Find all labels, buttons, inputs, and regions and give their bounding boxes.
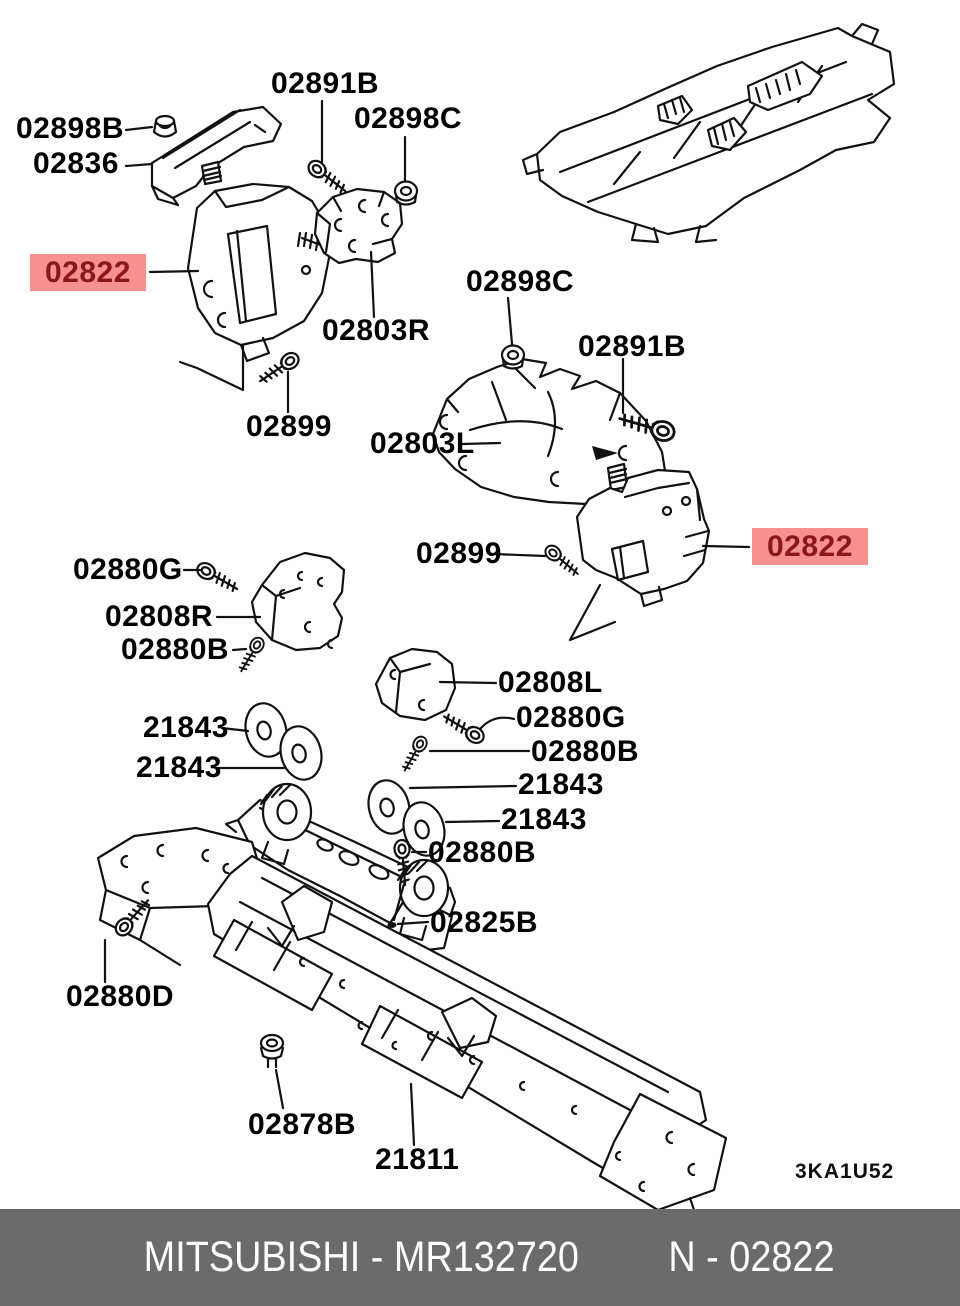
part-label-02898B: 02898B bbox=[16, 112, 125, 145]
frame-overview-drawing bbox=[521, 22, 896, 244]
part-label-02878B: 02878B bbox=[248, 1108, 357, 1141]
leader-02808L bbox=[438, 680, 498, 685]
part-label-02803L: 02803L bbox=[370, 427, 475, 460]
part-label-02803R: 02803R bbox=[322, 314, 431, 347]
part-label-02891B-mid: 02891B bbox=[578, 330, 687, 363]
part-label-02808R: 02808R bbox=[105, 600, 214, 633]
engine-mount-right-drawing bbox=[568, 462, 711, 642]
part-label-02880D: 02880D bbox=[66, 980, 175, 1013]
leader-02898C-mid bbox=[506, 296, 514, 346]
leader-lines bbox=[103, 99, 751, 1147]
part-label-02836: 02836 bbox=[33, 147, 119, 180]
part-label-02899-right: 02899 bbox=[416, 537, 502, 570]
leader-02803L bbox=[460, 441, 502, 446]
footer-bar: MITSUBISHI - MR132720 N - 02822 bbox=[0, 1209, 960, 1306]
part-label-02825B: 02825B bbox=[430, 906, 539, 939]
part-label-21811: 21811 bbox=[375, 1143, 460, 1176]
part-label-02880B-left: 02880B bbox=[121, 633, 230, 666]
leader-21811 bbox=[409, 1082, 416, 1147]
leader-21843-3 bbox=[408, 784, 518, 790]
leader-21843-4 bbox=[444, 819, 501, 824]
heat-protector-drawing bbox=[150, 105, 283, 207]
leader-02899-right bbox=[492, 552, 547, 558]
part-label-02899-left: 02899 bbox=[246, 410, 332, 443]
leader-02803R bbox=[369, 250, 376, 319]
footer-brand-part-number: MITSUBISHI - MR132720 bbox=[143, 1233, 580, 1281]
leader-02836 bbox=[124, 162, 154, 168]
leader-02825B bbox=[396, 920, 430, 926]
crossmember-drawing bbox=[96, 826, 728, 1224]
leader-02880G-right bbox=[479, 716, 516, 730]
bracket-right-drawing bbox=[313, 187, 404, 265]
part-label-02808L: 02808L bbox=[498, 666, 603, 699]
small-bracket-right-drawing bbox=[250, 551, 346, 652]
part-label-02880B-bottom: 02880B bbox=[428, 836, 537, 869]
leader-02878B bbox=[274, 1068, 285, 1110]
part-label-02822-left-highlighted: 02822 bbox=[30, 254, 146, 291]
part-label-21843-1: 21843 bbox=[143, 711, 229, 744]
leader-21843-1 bbox=[220, 726, 250, 733]
leader-02822-right bbox=[701, 544, 751, 549]
part-label-02880G-left: 02880G bbox=[73, 553, 183, 586]
part-label-21843-2: 21843 bbox=[136, 751, 222, 784]
footer-reference-number: N - 02822 bbox=[668, 1233, 835, 1281]
part-label-02898C-top: 02898C bbox=[354, 102, 463, 135]
leader-02898B bbox=[124, 125, 154, 132]
diagram-code: 3KA1U52 bbox=[795, 1160, 895, 1183]
part-label-02880G-right: 02880G bbox=[516, 701, 626, 734]
part-label-02822-right-highlighted: 02822 bbox=[752, 528, 868, 565]
part-label-21843-4: 21843 bbox=[501, 803, 587, 836]
leader-02880B-left bbox=[231, 647, 248, 652]
part-label-02898C-mid: 02898C bbox=[466, 265, 575, 298]
part-label-02891B-top: 02891B bbox=[271, 67, 380, 100]
part-label-21843-3: 21843 bbox=[518, 768, 604, 801]
small-bracket-left-drawing bbox=[374, 647, 457, 722]
part-label-02880B-right: 02880B bbox=[531, 735, 640, 768]
fasteners-drawing bbox=[111, 156, 678, 1069]
leader-02822-left bbox=[148, 269, 200, 274]
engine-mount-left-drawing bbox=[178, 160, 332, 392]
